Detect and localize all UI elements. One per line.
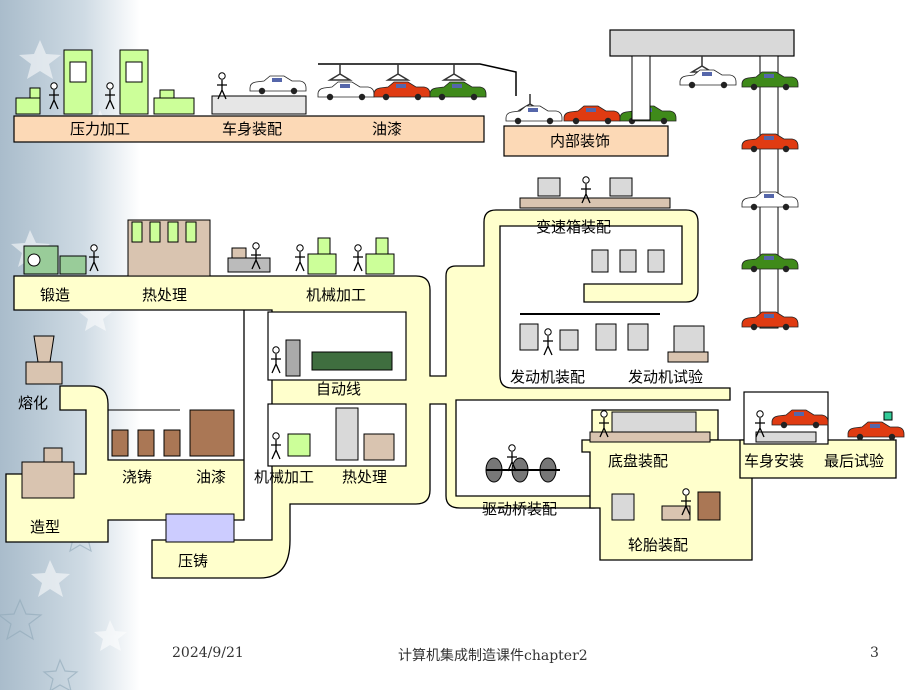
station-label-engine-assembly: 发动机装配	[510, 368, 586, 386]
station-label-machining-2: 机械加工	[254, 468, 315, 486]
footer-title: 计算机集成制造课件chapter2	[398, 648, 588, 664]
station-label-melting: 熔化	[18, 394, 49, 412]
station-label-pouring: 浇铸	[122, 468, 153, 486]
station-label-machining: 机械加工	[306, 286, 367, 304]
station-label-interior-trim: 内部装饰	[550, 132, 611, 150]
station-label-painting-foundry: 油漆	[196, 468, 227, 486]
station-label-engine-test: 发动机试验	[628, 368, 704, 386]
station-label-die-casting: 压铸	[178, 552, 209, 570]
footer-date: 2024/9/21	[172, 645, 244, 661]
station-label-chassis-assembly: 底盘装配	[608, 452, 669, 470]
station-label-painting: 油漆	[372, 120, 403, 138]
station-label-automatic-line: 自动线	[316, 380, 362, 398]
station-label-forging: 锻造	[40, 286, 71, 304]
station-label-heat-treatment: 热处理	[142, 286, 188, 304]
station-label-gearbox-assembly: 变速箱装配	[536, 218, 612, 236]
station-label-molding: 造型	[30, 518, 61, 536]
footer-page-number: 3	[870, 645, 879, 661]
station-label-heat-treatment-2: 热处理	[342, 468, 388, 486]
station-label-press: 压力加工	[70, 120, 131, 138]
station-label-body-assembly: 车身装配	[222, 120, 283, 138]
station-label-drive-axle-assembly: 驱动桥装配	[482, 500, 558, 518]
station-label-tire-assembly: 轮胎装配	[628, 536, 689, 554]
station-label-final-test: 最后试验	[824, 452, 885, 470]
station-label-body-mounting: 车身安装	[744, 452, 805, 470]
